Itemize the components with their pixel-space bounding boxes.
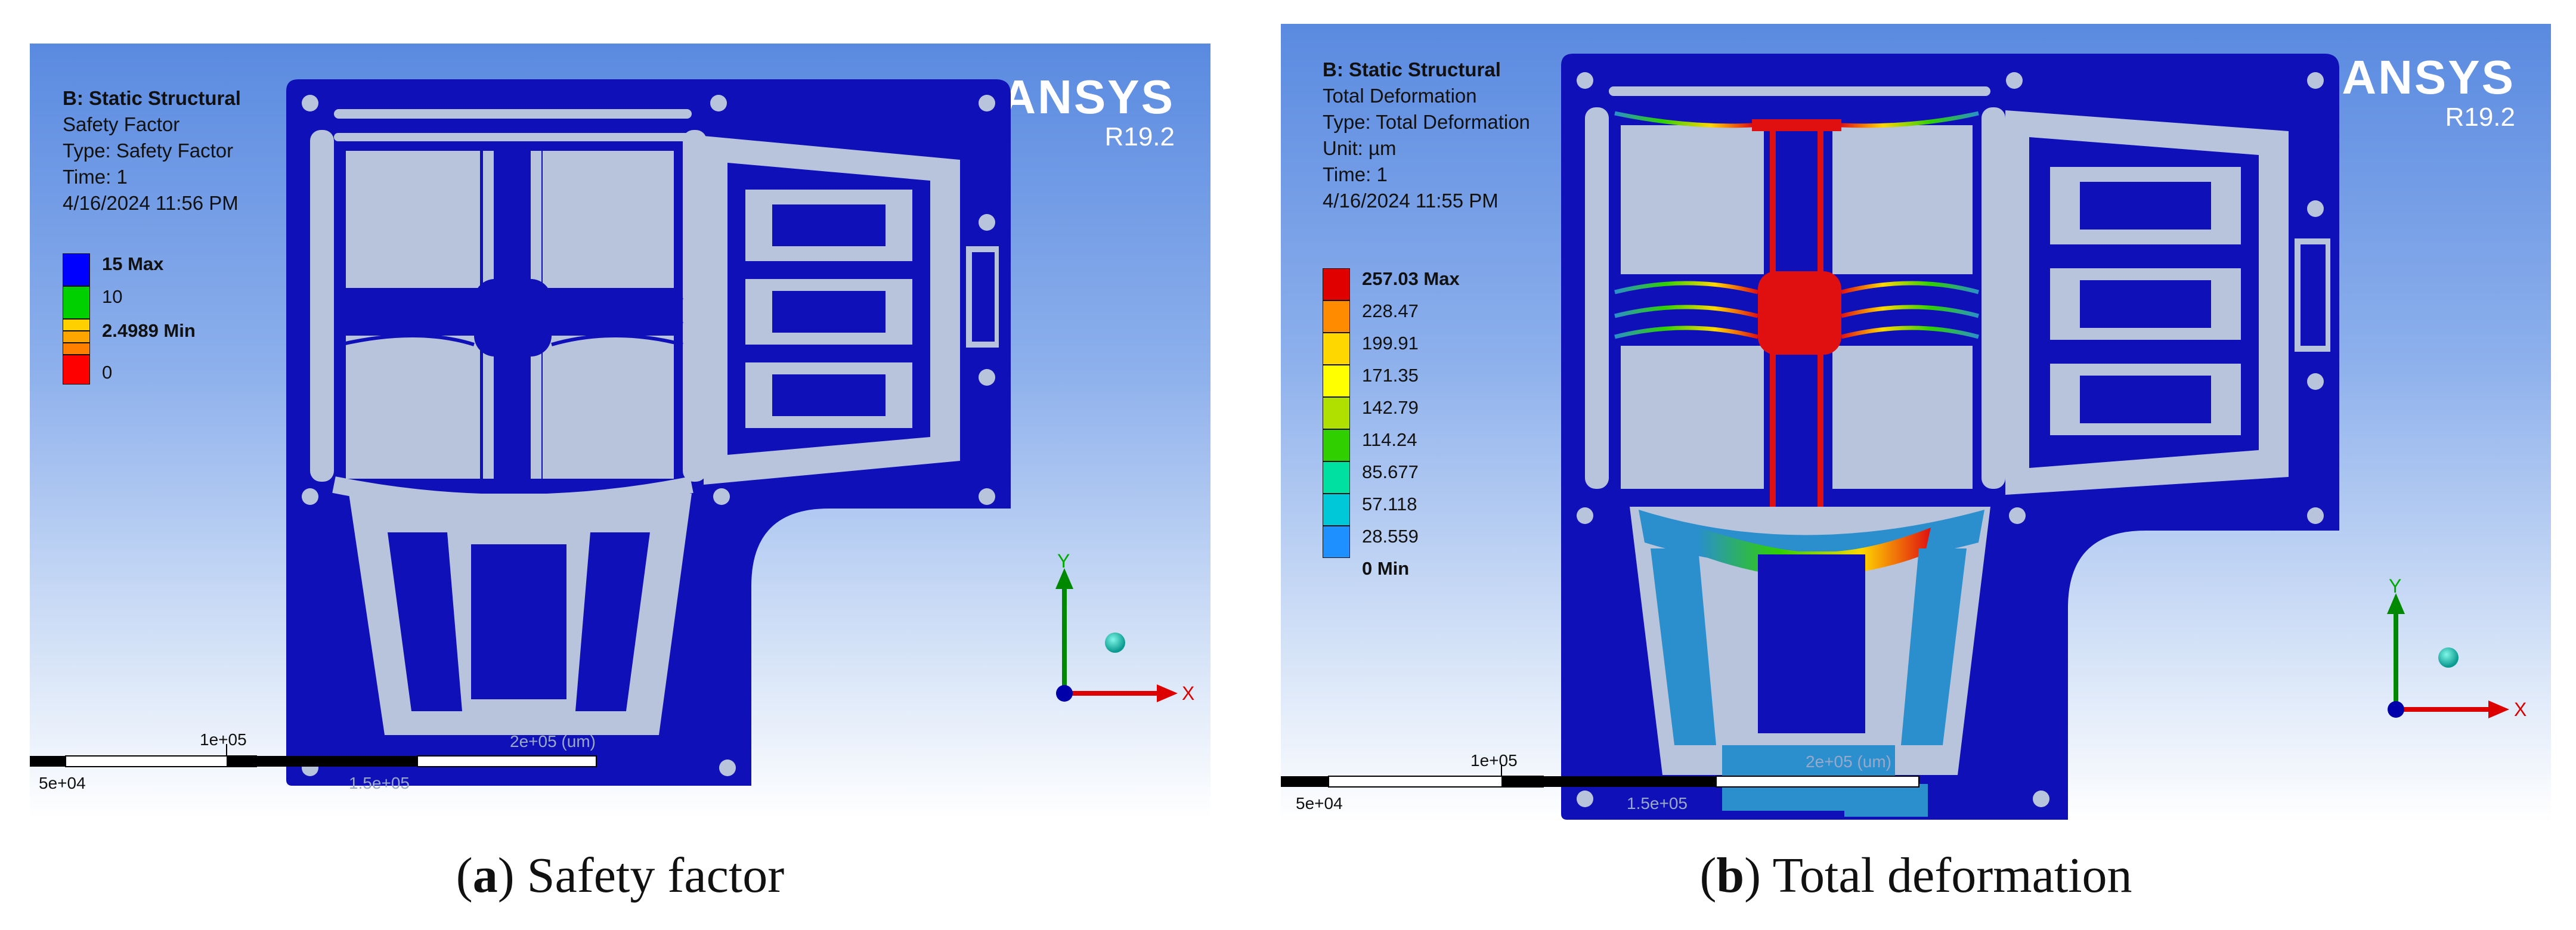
result-type: Type: Total Deformation (1323, 111, 1530, 133)
legend-label: 28.559 (1362, 526, 1419, 547)
result-name: Safety Factor (63, 113, 180, 135)
legend-label: 2.4989 Min (102, 320, 196, 341)
axis-triad (1055, 568, 1178, 702)
axis-y-label: Y (1057, 550, 1070, 572)
ansys-logo-text: ANSYS (2342, 51, 2515, 104)
legend-label: 142.79 (1362, 397, 1419, 418)
axis-y-label: Y (2389, 575, 2402, 597)
caption-letter: a (472, 848, 498, 903)
legend-swatch-zero (63, 355, 90, 385)
caption-a: (a) Safety factor (456, 848, 785, 903)
result-type: Type: Safety Factor (63, 140, 234, 162)
result-info-block: B: Static Structural Total Deformation T… (1323, 57, 1530, 214)
scale-label-top: 1e+05 (200, 730, 247, 749)
legend-label: 10 (102, 286, 123, 307)
legend-swatch (1323, 429, 1350, 461)
result-name: Total Deformation (1323, 85, 1477, 107)
axis-triad (2387, 593, 2509, 718)
legend-swatch-max (63, 253, 90, 286)
legend-swatch (1323, 268, 1350, 300)
legend-label: 0 (102, 362, 113, 383)
axis-x-label: X (1182, 683, 1195, 704)
legend-swatch-min (63, 331, 90, 343)
result-info-block: B: Static Structural Safety Factor Type:… (63, 85, 241, 216)
ansys-brand: ANSYS R19.2 (2342, 52, 2515, 132)
result-timestamp: 4/16/2024 11:56 PM (63, 192, 239, 214)
legend-label: 85.677 (1362, 461, 1419, 482)
caption-b: (b) Total deformation (1699, 848, 2132, 903)
legend-swatch-band (63, 343, 90, 355)
result-time: Time: 1 (63, 166, 128, 188)
legend-label: 257.03 Max (1362, 268, 1460, 289)
caption-text: Safety factor (527, 848, 785, 903)
legend-swatch (1323, 461, 1350, 494)
ansys-logo-text: ANSYS (1001, 70, 1175, 123)
scale-label-right: 2e+05 (um) (510, 732, 596, 751)
legend-swatch (1323, 494, 1350, 526)
analysis-title: B: Static Structural (1323, 58, 1501, 80)
fea-model-deformation[interactable] (1281, 24, 2551, 823)
legend-label: 171.35 (1362, 365, 1419, 386)
result-time: Time: 1 (1323, 163, 1388, 185)
ansys-version: R19.2 (1104, 122, 1175, 151)
analysis-title: B: Static Structural (63, 87, 241, 109)
legend-swatch (1323, 365, 1350, 397)
scale-label-right: 2e+05 (um) (1806, 752, 1891, 771)
legend-label: 199.91 (1362, 333, 1419, 354)
result-unit: Unit: µm (1323, 137, 1397, 159)
legend-swatch-band (63, 319, 90, 331)
fea-model-safety-factor[interactable] (30, 44, 1210, 819)
safety-factor-viewport[interactable]: B: Static Structural Safety Factor Type:… (30, 44, 1210, 819)
scale-bar (30, 744, 597, 767)
caption-letter: b (1716, 848, 1745, 903)
legend-label: 15 Max (102, 253, 164, 274)
legend-label: 0 Min (1362, 558, 1410, 579)
scale-label-mid: 1.5e+05 (1627, 794, 1688, 813)
ansys-version: R19.2 (2445, 103, 2515, 132)
scale-bar (1281, 764, 1919, 788)
legend-swatch (1323, 300, 1350, 333)
legend-swatch (1323, 526, 1350, 558)
legend-swatch-10 (63, 286, 90, 319)
result-timestamp: 4/16/2024 11:55 PM (1323, 190, 1498, 212)
scale-label-bottom: 5e+04 (1296, 794, 1343, 813)
scale-label-top: 1e+05 (1470, 751, 1518, 770)
scale-label-mid: 1.5e+05 (349, 774, 410, 792)
caption-text: Total deformation (1772, 848, 2132, 903)
axis-x-label: X (2514, 699, 2527, 720)
total-deformation-viewport[interactable]: B: Static Structural Total Deformation T… (1281, 24, 2551, 823)
ansys-brand: ANSYS R19.2 (1001, 72, 1175, 152)
scale-label-bottom: 5e+04 (39, 774, 86, 792)
legend-label: 57.118 (1362, 494, 1417, 514)
legend-label: 114.24 (1362, 429, 1417, 450)
legend-label: 228.47 (1362, 300, 1419, 321)
legend-swatch (1323, 333, 1350, 365)
legend-swatch (1323, 397, 1350, 429)
